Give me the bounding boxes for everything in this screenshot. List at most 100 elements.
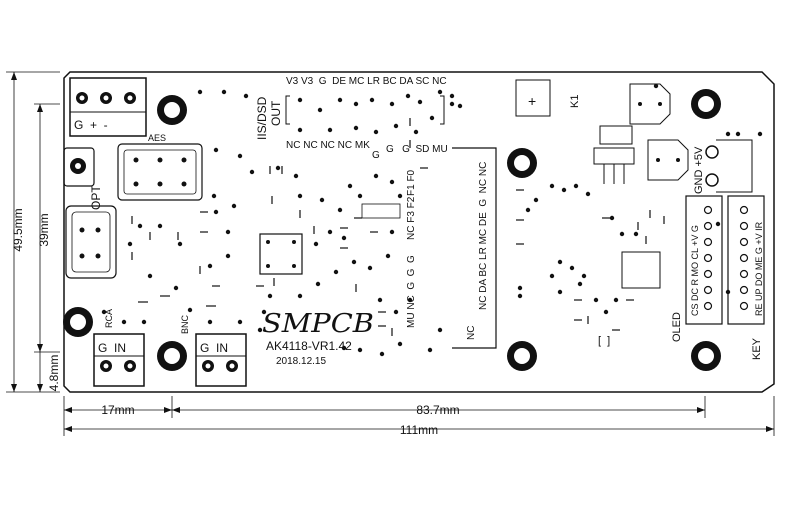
via [393, 309, 399, 315]
bnc-terminal-pins: G IN [200, 341, 228, 355]
via [619, 231, 625, 237]
via [221, 89, 227, 95]
via [437, 89, 443, 95]
k1-label: K1 [569, 95, 581, 108]
via [633, 231, 639, 237]
iis-dsd-label: IIS/DSD [255, 96, 269, 140]
via [757, 131, 763, 137]
board-model: AK4118-VR1.42 [266, 339, 352, 353]
via [593, 297, 599, 303]
via [549, 273, 555, 279]
via [197, 89, 203, 95]
via [413, 129, 419, 135]
via [357, 347, 363, 353]
via [267, 293, 273, 299]
dim-total-width: 111mm [400, 423, 438, 437]
via [449, 101, 455, 107]
via [373, 173, 379, 179]
via [341, 235, 347, 241]
power-label: GND +5V [693, 146, 705, 194]
via [585, 191, 591, 197]
via [533, 197, 539, 203]
via [397, 193, 403, 199]
via [173, 285, 179, 291]
via [297, 293, 303, 299]
via [213, 209, 219, 215]
via [327, 127, 333, 133]
via [377, 297, 383, 303]
via [613, 297, 619, 303]
via [315, 281, 321, 287]
nc-row-label: NC NC NC NC MK [286, 140, 370, 151]
dim-bottom-offset: 4.8mm [47, 355, 61, 392]
oled-header [685, 195, 723, 325]
via [427, 347, 433, 353]
via [187, 307, 193, 313]
via [405, 93, 411, 99]
via [373, 129, 379, 135]
nc-bottom-label: NC [466, 326, 477, 340]
via [389, 101, 395, 107]
f-row-label: F1 F0 [406, 169, 417, 196]
key-label: KEY [751, 337, 763, 360]
via [353, 101, 359, 107]
signal-connector-outline [452, 147, 497, 349]
via [177, 241, 183, 247]
via [275, 165, 281, 171]
via [121, 319, 127, 325]
via [257, 327, 263, 333]
power-pad-gnd [705, 173, 719, 187]
via [211, 193, 217, 199]
via [573, 183, 579, 189]
via [389, 229, 395, 235]
f-row2-label: NC F3 F2 [406, 196, 417, 240]
via [569, 265, 575, 271]
out-label: OUT [269, 100, 283, 126]
opt-connector [63, 147, 117, 279]
vias [101, 83, 763, 357]
via [517, 285, 523, 291]
via [735, 131, 741, 137]
via [157, 223, 163, 229]
via [347, 183, 353, 189]
g-single-label: G [372, 150, 380, 161]
via [449, 93, 455, 99]
power-pad-5v [705, 145, 719, 159]
via [319, 197, 325, 203]
f-header-box [361, 203, 401, 219]
via [557, 289, 563, 295]
aes-transformer [117, 143, 203, 201]
col2-label: NC DA BC LR MC DE G NC NC [478, 162, 489, 310]
via [581, 273, 587, 279]
via [725, 131, 731, 137]
via [725, 289, 731, 295]
dim-left-offset: 17mm [101, 403, 134, 417]
via [389, 179, 395, 185]
via [207, 263, 213, 269]
via [327, 229, 333, 235]
via [525, 207, 531, 213]
via [603, 309, 609, 315]
via [225, 229, 231, 235]
via [141, 319, 147, 325]
regulator [593, 125, 635, 184]
via [393, 123, 399, 129]
rca-label: RCA [104, 309, 114, 328]
via [293, 173, 299, 179]
via [653, 83, 659, 89]
smd-marks [131, 118, 665, 336]
via [237, 153, 243, 159]
via [127, 241, 133, 247]
via [337, 97, 343, 103]
via [137, 223, 143, 229]
via [457, 103, 463, 109]
board-date: 2018.12.15 [276, 356, 326, 367]
via [333, 269, 339, 275]
via [213, 147, 219, 153]
via [369, 97, 375, 103]
via [297, 193, 303, 199]
power-connector-outline [716, 139, 753, 193]
aes-terminal-block [69, 77, 147, 137]
via [101, 309, 107, 315]
